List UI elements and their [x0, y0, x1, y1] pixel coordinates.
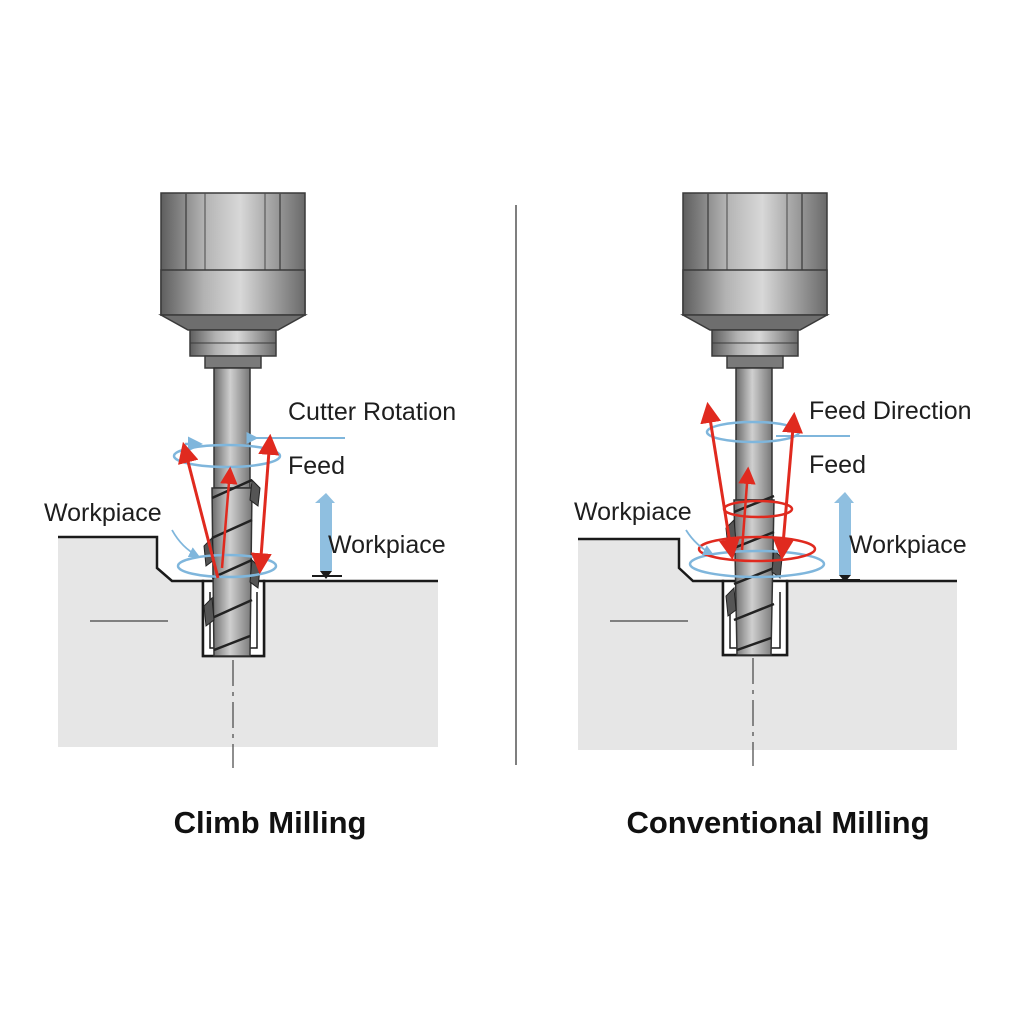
cutter-shank	[213, 367, 251, 489]
workpiece-up-arrow-icon	[312, 493, 342, 579]
title-climb-milling: Climb Milling	[174, 805, 367, 840]
feed-arrow-right	[772, 411, 804, 561]
spindle-housing	[158, 192, 308, 369]
label-workpiece-right: Workpiace	[849, 531, 967, 559]
workpiece-leader-line	[171, 529, 200, 557]
climb-milling-panel: Cutter Rotation Feed Workpiace Workpiace…	[44, 192, 456, 840]
feed-arrow-mid	[220, 466, 238, 569]
feed-arrow-inner	[738, 466, 756, 551]
workpiece-up-arrow-icon	[830, 492, 860, 582]
helical-cutter	[203, 478, 261, 657]
label-workpiece-left: Workpiace	[44, 499, 162, 527]
conventional-milling-panel: Feed Direction Feed Workpiace Workpiace …	[574, 192, 972, 840]
red-ring-lower	[697, 535, 817, 563]
spindle-housing	[680, 192, 830, 369]
label-feed: Feed	[809, 451, 866, 479]
feed-arrow-left	[700, 401, 740, 561]
label-workpiece-left: Workpiace	[574, 498, 692, 526]
title-conventional-milling: Conventional Milling	[626, 805, 929, 840]
label-feed: Feed	[288, 452, 345, 480]
rotation-ring-lower	[688, 549, 826, 579]
label-cutter-rotation: Cutter Rotation	[288, 398, 456, 426]
label-workpiece-right: Workpiace	[328, 531, 446, 559]
feed-arrow-right	[250, 433, 280, 575]
label-feed-direction: Feed Direction	[809, 397, 972, 425]
feed-arrow-left	[178, 441, 220, 579]
cutter-shank	[735, 367, 773, 501]
workpiece-leader-line	[685, 529, 714, 555]
